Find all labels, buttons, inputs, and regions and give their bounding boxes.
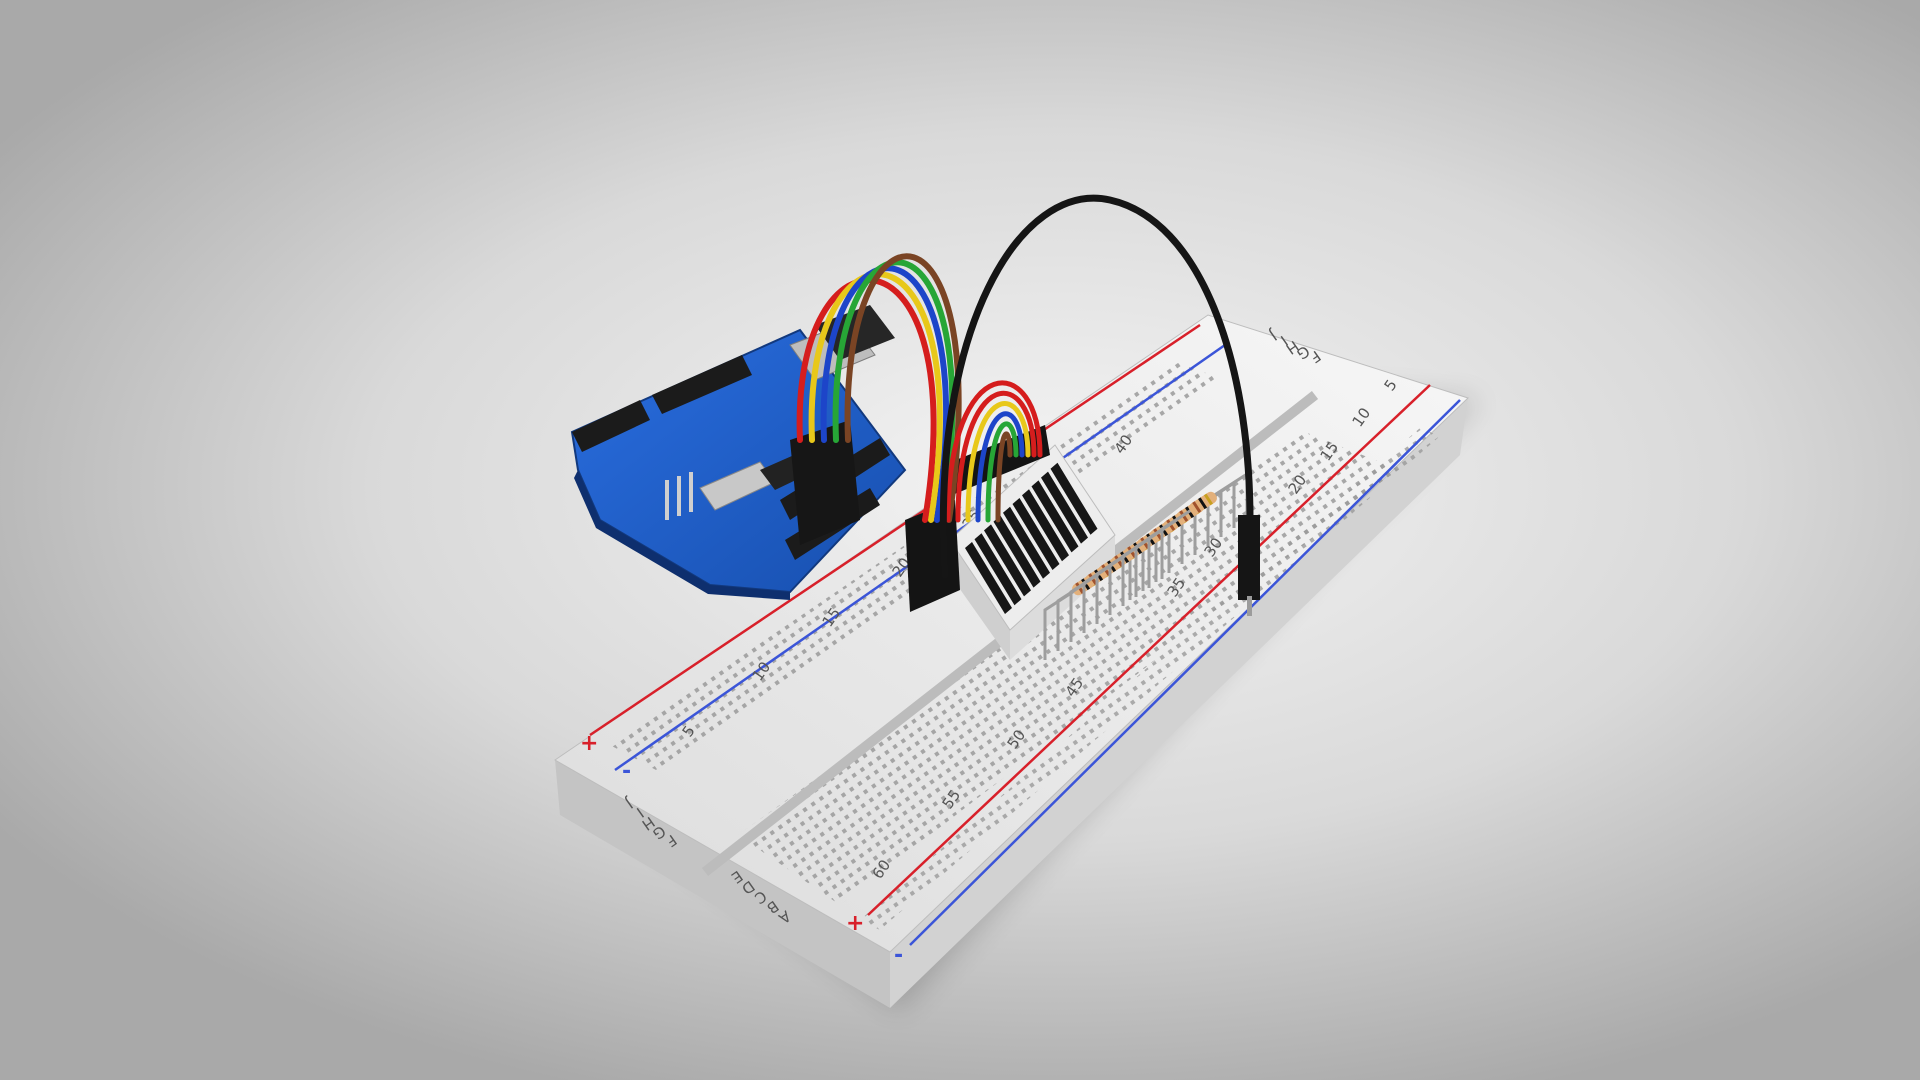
- resistor-array: [1043, 471, 1249, 660]
- jumper-wire: [808, 271, 943, 523]
- rail-line-blue-near: [909, 399, 1461, 946]
- rail-line-red-far: [589, 323, 1201, 737]
- bargraph-segment: [1022, 489, 1069, 562]
- jumper-wire: [995, 431, 1013, 523]
- jumper-wire: [985, 421, 1019, 523]
- bargraph-segment: [984, 524, 1031, 597]
- breadboard-side-left: [555, 760, 890, 1008]
- rail-minus-near: -: [894, 943, 903, 968]
- jumper-wire: [945, 380, 1043, 523]
- rail-plus-far: +: [580, 731, 598, 756]
- jumper-wire: [955, 390, 1037, 523]
- arduino-header-top-2: [652, 355, 752, 414]
- arduino-header-top-1: [572, 400, 650, 452]
- bargraph-segment: [1003, 506, 1050, 579]
- bargraph-segment: [1050, 462, 1098, 535]
- jumper-wire: [965, 401, 1031, 523]
- bargraph-segment: [993, 515, 1041, 588]
- rail-line-red-near: [867, 384, 1431, 916]
- bargraph-side: [950, 540, 1010, 660]
- rail-minus-far: -: [622, 759, 631, 784]
- black-jumper-wire: [939, 194, 1254, 579]
- bargraph-segment: [965, 542, 1012, 614]
- jumper-wire: [820, 265, 949, 523]
- jumper-wire: [844, 253, 962, 523]
- jumper-wire: [975, 411, 1025, 523]
- bargraph-segment: [974, 533, 1022, 606]
- led-bargraph: [949, 444, 1116, 660]
- arduino-icsp-pins: [665, 472, 693, 520]
- bargraph-segments: [965, 462, 1098, 614]
- arduino-pcb-edge: [574, 470, 790, 600]
- breadboard-holes-rail-near: [860, 428, 1440, 930]
- bargraph-segment: [1031, 480, 1079, 553]
- bargraph-segment: [1041, 471, 1088, 544]
- breadboard-side-front: [890, 398, 1468, 1008]
- breadboard-holes-near: [738, 430, 1400, 905]
- arduino-header-stack: [790, 420, 860, 545]
- bargraph-segment: [1012, 498, 1060, 570]
- black-jumper-plug: [1238, 515, 1260, 600]
- rail-plus-near: +: [846, 911, 864, 936]
- black-jumper-pin: [1247, 596, 1252, 616]
